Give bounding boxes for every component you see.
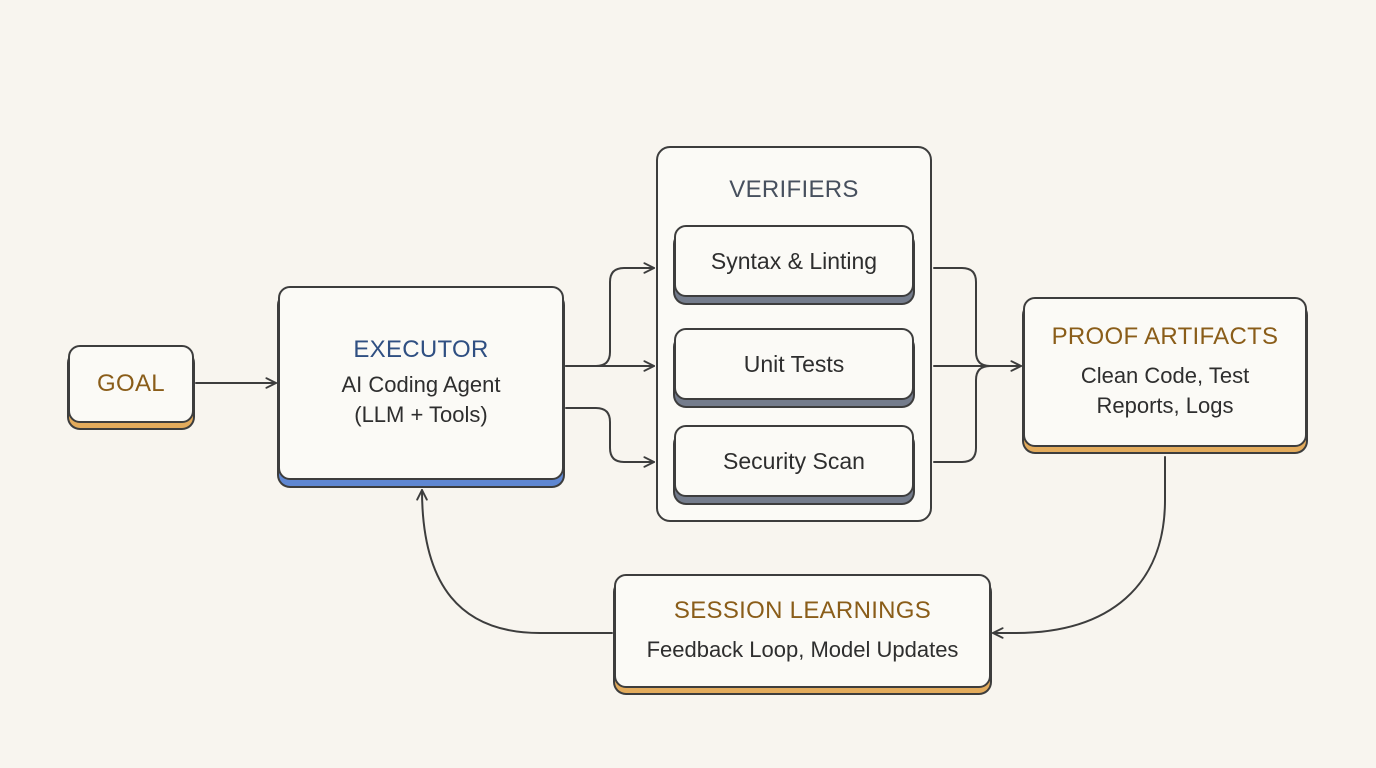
verifier-unit-label: Unit Tests xyxy=(743,350,845,377)
verifier-security-label: Security Scan xyxy=(723,447,865,474)
executor-line-1: AI Coding Agent xyxy=(341,372,501,397)
proof-artifacts-title: PROOF ARTIFACTS xyxy=(1051,323,1279,350)
verifier-security-scan: Security Scan xyxy=(674,425,914,497)
proof-artifacts-node: PROOF ARTIFACTS Clean Code, Test Reports… xyxy=(1023,297,1307,447)
arrow-learnings-to-executor xyxy=(416,489,613,634)
executor-title: EXECUTOR xyxy=(353,336,489,363)
arrow-executor-to-syntax xyxy=(565,262,655,367)
line-syntax-to-proof xyxy=(933,267,991,367)
goal-title: GOAL xyxy=(97,370,165,397)
proof-artifacts-line-1: Clean Code, Test xyxy=(1080,363,1250,388)
session-learnings-title: SESSION LEARNINGS xyxy=(673,597,932,624)
goal-node: GOAL xyxy=(68,345,194,423)
verifier-syntax-label: Syntax & Linting xyxy=(710,247,878,274)
executor-line-2: (LLM + Tools) xyxy=(354,402,488,427)
line-security-to-proof xyxy=(933,365,991,463)
session-learnings-line-1: Feedback Loop, Model Updates xyxy=(646,637,959,662)
arrow-executor-to-security xyxy=(565,407,655,468)
session-learnings-node: SESSION LEARNINGS Feedback Loop, Model U… xyxy=(614,574,991,688)
proof-artifacts-line-2: Reports, Logs xyxy=(1096,393,1234,418)
executor-node: EXECUTOR AI Coding Agent (LLM + Tools) xyxy=(278,286,564,480)
verifier-syntax-linting: Syntax & Linting xyxy=(674,225,914,297)
verifiers-title: VERIFIERS xyxy=(729,176,859,203)
verifier-unit-tests: Unit Tests xyxy=(674,328,914,400)
arrow-proof-to-learnings xyxy=(992,456,1166,639)
